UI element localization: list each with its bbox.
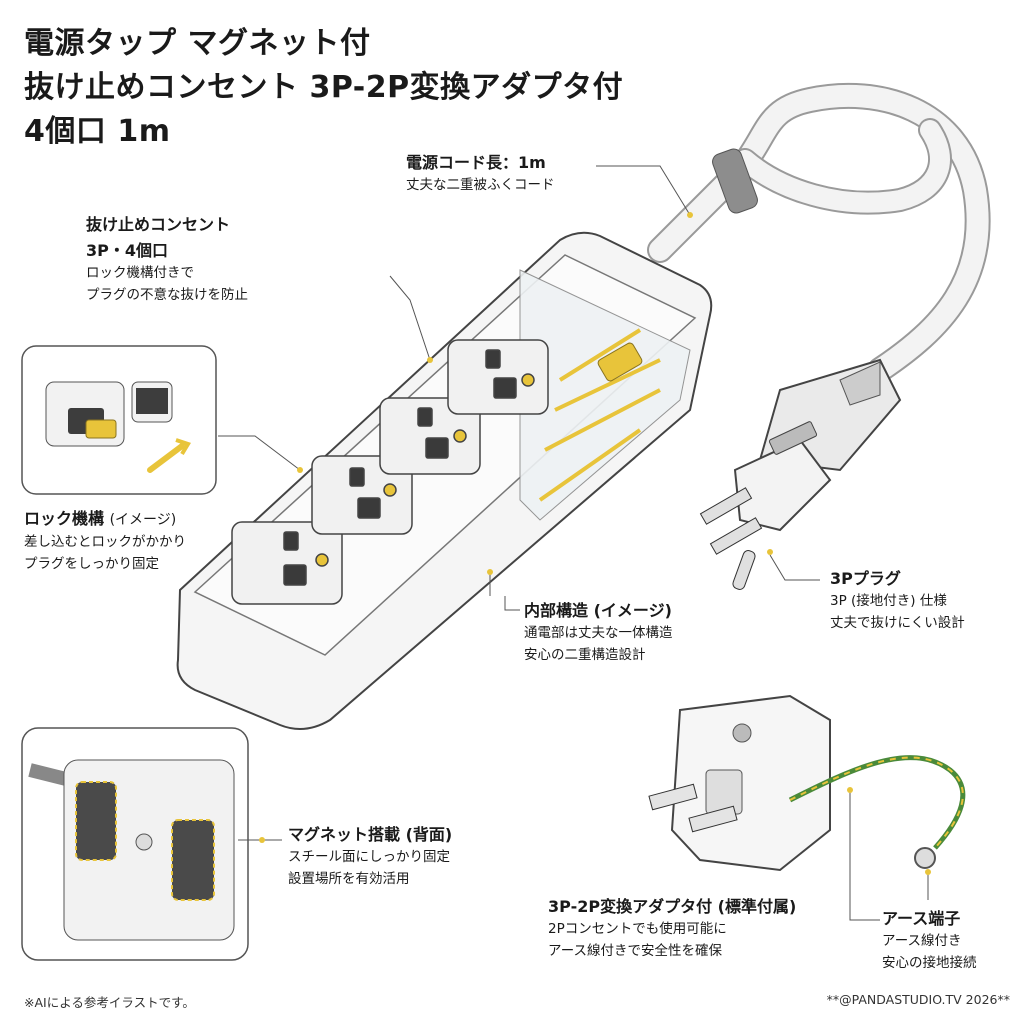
- page-title: 電源タップ マグネット付 抜け止めコンセント 3P-2P変換アダプタ付 4個口 …: [24, 22, 623, 154]
- earth-heading: アース端子: [882, 909, 961, 928]
- lock-heading-note: (イメージ): [109, 512, 177, 528]
- lock-callout: ロック機構 (イメージ) 差し込むとロックがかかり プラグをしっかり固定: [24, 508, 186, 575]
- earth-text-1: アース線付き: [882, 933, 962, 949]
- outlet-1: [231, 521, 343, 605]
- internal-callout: 内部構造 (イメージ) 通電部は丈夫な一体構造 安心の二重構造設計: [524, 600, 673, 666]
- magnet-inset: [21, 727, 249, 961]
- plug-callout: 3Pプラグ 3P (接地付き) 仕様 丈夫で抜けにくい設計: [830, 568, 965, 634]
- 3p-2p-adapter: [648, 694, 966, 872]
- power-cord: [647, 82, 991, 383]
- outlet-text-1: ロック機構付きで: [86, 265, 194, 281]
- magnet-callout: マグネット搭載 (背面) スチール面にしっかり固定 設置場所を有効活用: [288, 824, 452, 890]
- lock-heading: ロック機構: [24, 509, 105, 528]
- outlet-2: [311, 455, 413, 535]
- adapter-text-1: 2Pコンセントでも使用可能に: [548, 921, 727, 937]
- title-line-2: 抜け止めコンセント 3P-2P変換アダプタ付: [24, 70, 624, 105]
- leader-dots: [259, 212, 931, 875]
- outlet-3: [379, 397, 481, 475]
- outlet-4: [447, 339, 549, 415]
- cord-tie: [712, 148, 758, 214]
- cord-heading: 電源コード長：1m: [406, 153, 546, 172]
- earth-callout: アース端子 アース線付き 安心の接地接続: [882, 908, 977, 974]
- adapter-heading: 3P-2P変換アダプタ付 (標準付属): [548, 897, 797, 916]
- cord-callout: 電源コード長：1m 丈夫な二重被ふくコード: [406, 152, 555, 196]
- adapter-callout: 3P-2P変換アダプタ付 (標準付属) 2Pコンセントでも使用可能に アース線付…: [548, 896, 796, 962]
- footer-credit: **@PANDASTUDIO.TV 2026**: [826, 992, 1010, 1007]
- internal-text-2: 安心の二重構造設計: [524, 647, 646, 663]
- outlets: [231, 339, 549, 605]
- outlet-heading-2: 3P・4個口: [86, 241, 168, 260]
- internal-heading: 内部構造 (イメージ): [524, 601, 672, 620]
- outlet-heading-1: 抜け止めコンセント: [86, 215, 231, 234]
- lock-inset: [21, 345, 217, 495]
- lock-text-1: 差し込むとロックがかかり: [24, 534, 186, 550]
- plug-text-2: 丈夫で抜けにくい設計: [830, 615, 965, 631]
- outlet-text-2: プラグの不意な抜けを防止: [86, 287, 248, 303]
- magnet-heading: マグネット搭載 (背面): [288, 825, 453, 844]
- 3p-plug: [699, 358, 902, 590]
- cord-text: 丈夫な二重被ふくコード: [406, 177, 555, 193]
- title-line-3: 4個口 1m: [24, 114, 171, 149]
- plug-text-1: 3P (接地付き) 仕様: [830, 593, 947, 609]
- title-line-1: 電源タップ マグネット付: [24, 26, 371, 61]
- internal-text-1: 通電部は丈夫な一体構造: [524, 625, 673, 641]
- earth-text-2: 安心の接地接続: [882, 955, 977, 971]
- footer-note: ※AIによる参考イラストです。: [24, 995, 195, 1010]
- magnet-text-2: 設置場所を有効活用: [288, 871, 410, 887]
- adapter-text-2: アース線付きで安全性を確保: [548, 943, 723, 959]
- magnet-text-1: スチール面にしっかり固定: [288, 849, 450, 865]
- outlet-callout: 抜け止めコンセント 3P・4個口 ロック機構付きで プラグの不意な抜けを防止: [86, 214, 248, 306]
- plug-heading: 3Pプラグ: [830, 569, 901, 588]
- lock-text-2: プラグをしっかり固定: [24, 556, 159, 572]
